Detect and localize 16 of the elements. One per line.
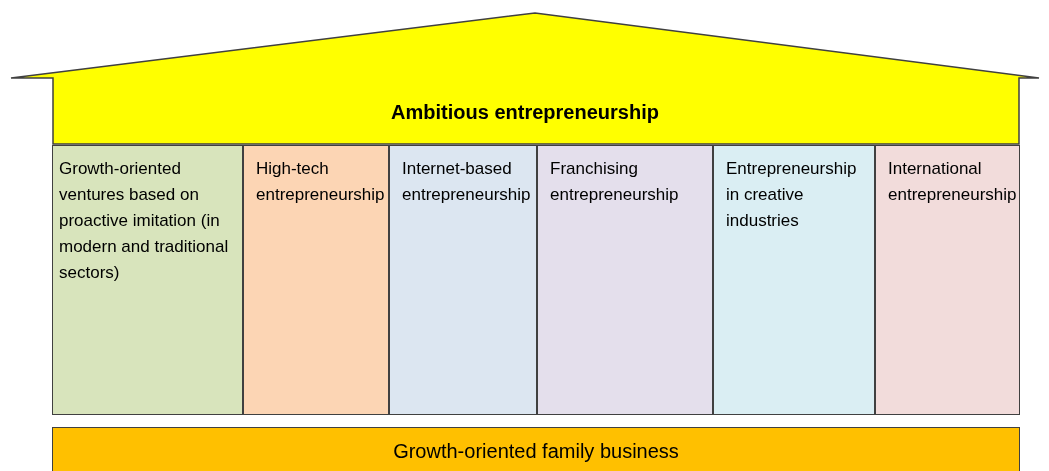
pillar-box xyxy=(243,145,389,415)
pillar-label: High-tech entrepreneurship xyxy=(256,158,383,206)
pillar-box xyxy=(52,145,243,415)
pillar-label: Internet-based entrepreneurship xyxy=(402,158,531,206)
pillar-label: International entrepreneurship xyxy=(888,158,1014,206)
pillar-box xyxy=(713,145,875,415)
foundation-band xyxy=(52,427,1020,471)
pillar-label: Franchising entrepreneurship xyxy=(550,158,680,206)
pillar-box xyxy=(537,145,713,415)
band-label: Growth-oriented family business xyxy=(393,439,679,464)
pillar-box xyxy=(389,145,537,415)
pillar-label: Entrepreneurship in creative industries xyxy=(726,158,858,232)
roof-shape xyxy=(10,12,1040,145)
pillar-box xyxy=(875,145,1020,415)
pillar-label: Growth-oriented ventures based on proactive imitation (in modern and traditional sectors) xyxy=(59,158,230,284)
band-label: Ambitious entrepreneurship xyxy=(391,99,659,125)
